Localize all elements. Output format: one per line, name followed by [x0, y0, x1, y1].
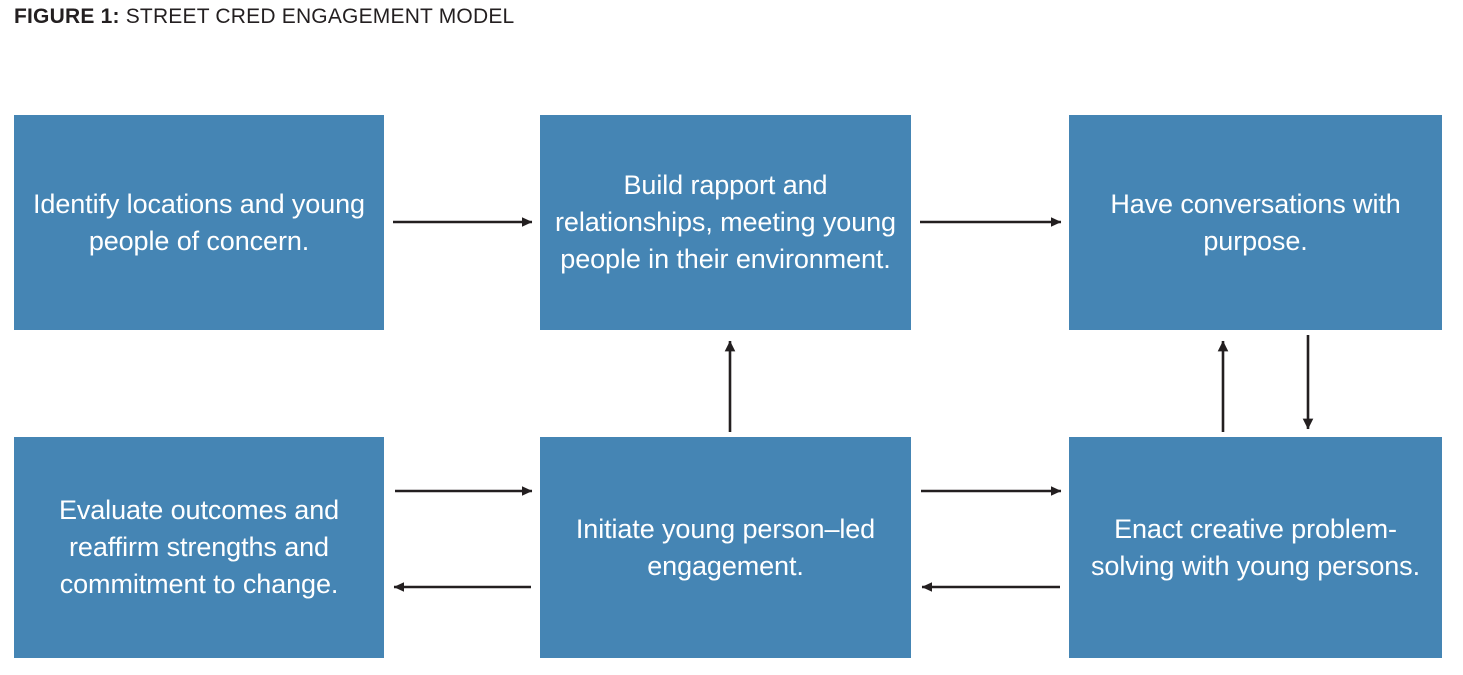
- node-evaluate-outcomes-label: Evaluate outcomes and reaffirm strengths…: [58, 495, 340, 599]
- figure-title-text: STREET CRED ENGAGEMENT MODEL: [125, 5, 515, 28]
- figure-caption: FIGURE 1: STREET CRED ENGAGEMENT MODEL: [14, 5, 514, 29]
- node-identify-label: Identify locations and young people of c…: [33, 188, 365, 256]
- node-initiate-engagement: Initiate young person–led engagement.: [540, 437, 911, 658]
- node-evaluate-outcomes: Evaluate outcomes and reaffirm strengths…: [14, 437, 384, 658]
- node-initiate-engagement-label: Initiate young person–led engagement.: [575, 513, 876, 581]
- node-identify: Identify locations and young people of c…: [14, 115, 384, 330]
- node-have-conversations: Have conversations with purpose.: [1069, 115, 1442, 330]
- node-build-rapport-label: Build rapport and relationships, meeting…: [555, 170, 896, 274]
- figure-number-label: FIGURE 1:: [14, 5, 120, 28]
- node-enact-problem-solving: Enact creative problem-solving with youn…: [1069, 437, 1442, 658]
- node-enact-problem-solving-label: Enact creative problem-solving with youn…: [1091, 513, 1420, 581]
- node-build-rapport: Build rapport and relationships, meeting…: [540, 115, 911, 330]
- node-have-conversations-label: Have conversations with purpose.: [1110, 188, 1401, 256]
